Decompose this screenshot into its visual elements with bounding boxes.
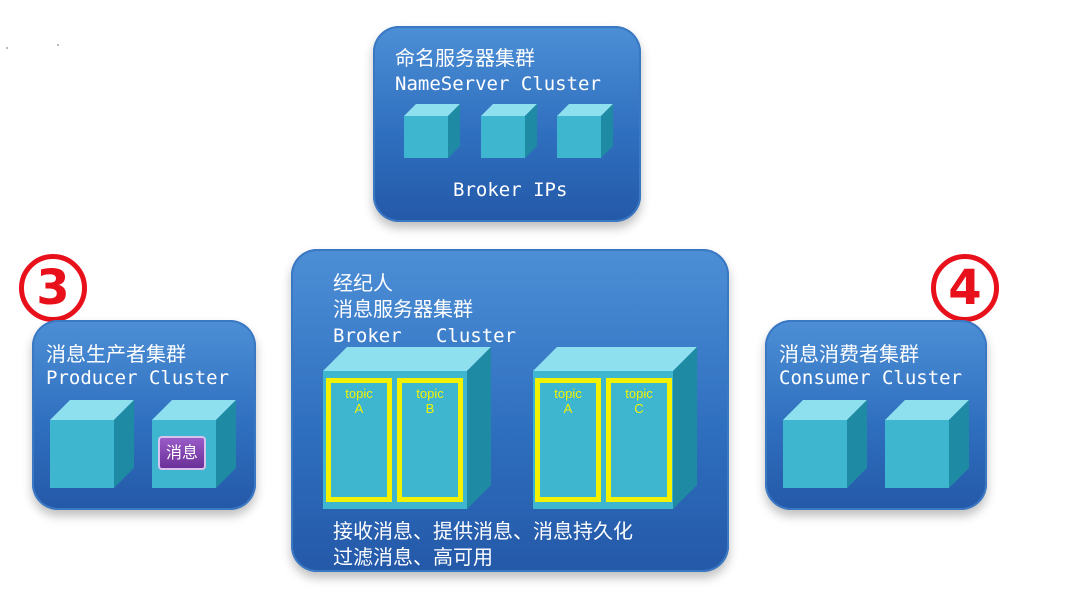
broker-description-2: 过滤消息、高可用 — [333, 545, 493, 569]
stray-mark — [57, 44, 59, 46]
broker-ips-caption: Broker IPs — [453, 179, 568, 201]
broker-title-cn-1: 经纪人 — [333, 271, 393, 295]
consumer-title-en: Consumer Cluster — [779, 367, 963, 389]
nameserver-node-icon — [481, 104, 537, 158]
broker-title-en: Broker Cluster — [333, 325, 517, 347]
broker-description-1: 接收消息、提供消息、消息持久化 — [333, 519, 633, 543]
producer-node-icon — [50, 400, 134, 488]
step-3-badge: 3 — [19, 254, 87, 322]
producer-cluster-panel: 消息生产者集群 Producer Cluster 消息 — [32, 320, 256, 510]
consumer-title-cn: 消息消费者集群 — [779, 342, 919, 366]
stray-mark — [6, 47, 8, 49]
broker-title-cn-2: 消息服务器集群 — [333, 297, 473, 321]
broker-node-icon — [533, 347, 697, 509]
nameserver-node-icon — [557, 104, 613, 158]
broker-node-icon — [323, 347, 491, 509]
consumer-cluster-panel: 消息消费者集群 Consumer Cluster — [765, 320, 987, 510]
nameserver-cluster-panel: 命名服务器集群 NameServer Cluster Broker IPs — [373, 26, 641, 222]
producer-title-en: Producer Cluster — [46, 367, 230, 389]
step-4-badge: 4 — [931, 254, 999, 322]
nameserver-title-en: NameServer Cluster — [395, 73, 601, 95]
producer-title-cn: 消息生产者集群 — [46, 342, 186, 366]
consumer-node-icon — [885, 400, 969, 488]
nameserver-title-cn: 命名服务器集群 — [395, 46, 535, 70]
consumer-node-icon — [783, 400, 867, 488]
nameserver-node-icon — [404, 104, 460, 158]
message-chip: 消息 — [158, 436, 206, 470]
